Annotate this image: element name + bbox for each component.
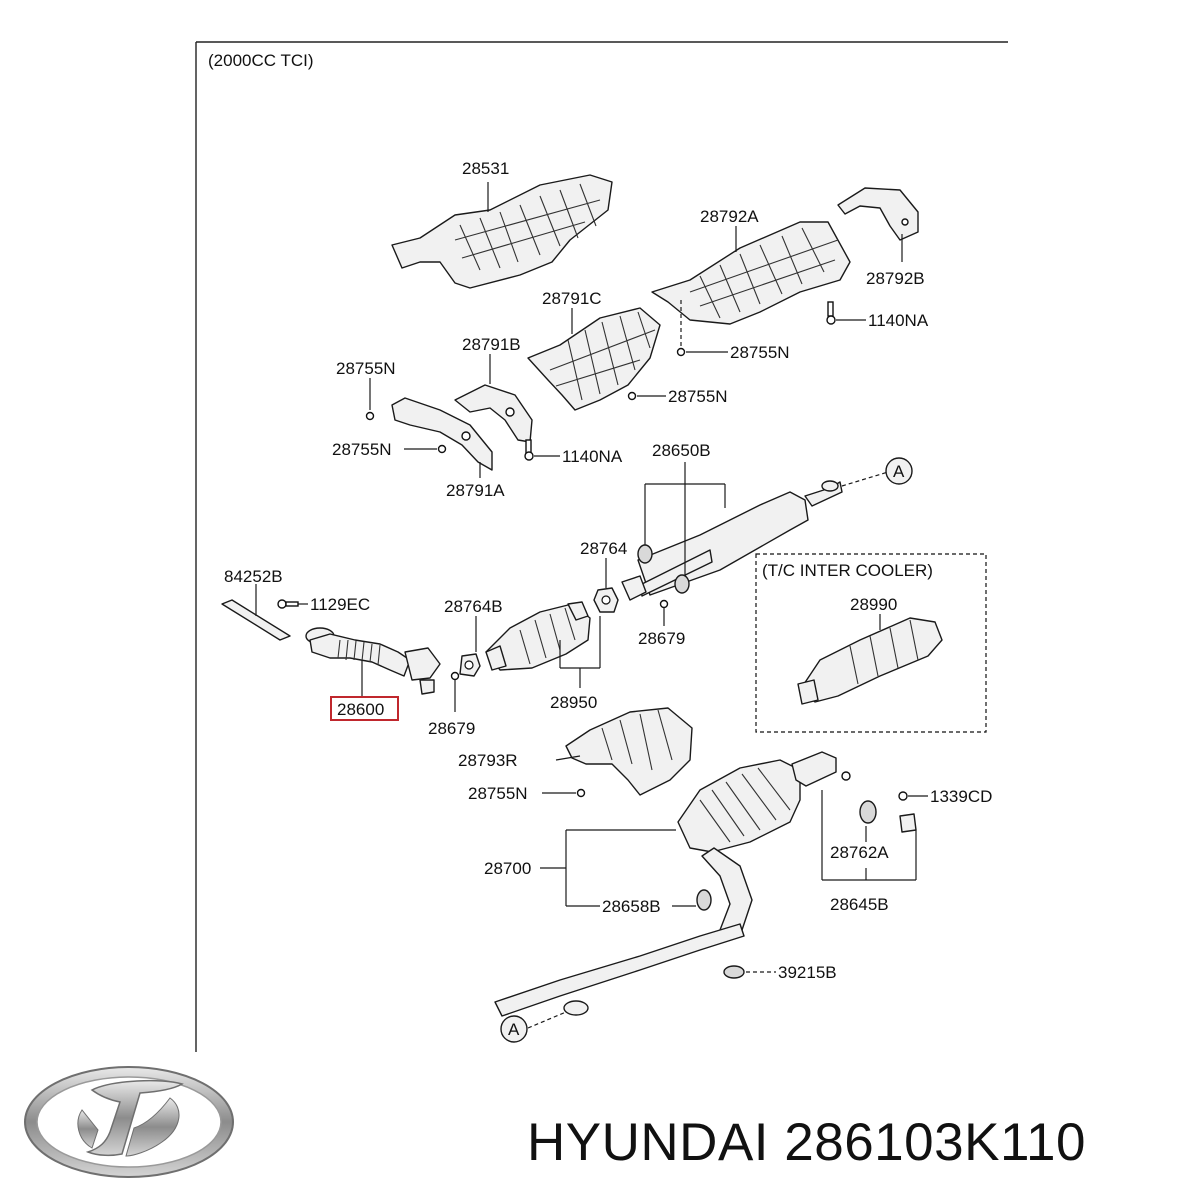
callout-28645B: 28645B [830, 895, 889, 914]
ref-marker-a-bottom-label: A [508, 1020, 520, 1039]
callout-28791B: 28791B [462, 335, 521, 354]
callout-28755N-l2: 28755N [332, 440, 392, 459]
callout-1129EC: 1129EC [310, 595, 370, 614]
callout-28755N-b: 28755N [468, 784, 528, 803]
leader-28950 [559, 616, 601, 688]
nut-28755N-r2 [627, 391, 637, 401]
heat-shield-28531 [391, 174, 613, 289]
footer-brand-text: HYUNDAI 286103K110 [527, 1113, 1086, 1172]
callout-28679-l: 28679 [428, 719, 475, 738]
hanger-left [637, 544, 653, 564]
callout-28764B: 28764B [444, 597, 503, 616]
callout-28792A: 28792A [700, 207, 759, 226]
gasket-28764B [459, 653, 481, 677]
bracket-28792B [837, 187, 919, 241]
callout-28700: 28700 [484, 859, 531, 878]
gasket-28764 [593, 587, 619, 613]
hanger-28658B [696, 889, 712, 911]
heat-shield-28791C [527, 307, 661, 411]
highlight-box-28600 [330, 696, 399, 721]
callout-28793R: 28793R [458, 751, 518, 770]
catalytic-converter-28950 [485, 601, 591, 671]
inset-box [755, 553, 987, 733]
bracket-28791B [454, 384, 533, 443]
nut-28755N-r1 [676, 347, 686, 357]
callout-28531: 28531 [462, 159, 509, 178]
nut-28755N-b [576, 788, 586, 798]
callout-28755N-r2: 28755N [668, 387, 728, 406]
hanger-right [674, 574, 690, 594]
callout-28791C: 28791C [542, 289, 602, 308]
bracket-28791A [391, 397, 493, 471]
callout-28791A: 28791A [446, 481, 505, 500]
bolt-1339CD [898, 791, 908, 801]
ref-marker-a-top [885, 457, 913, 485]
ref-marker-a-bottom [500, 1015, 528, 1043]
bolt-1129EC [277, 599, 299, 609]
converter-28990 [797, 617, 943, 705]
leader-28645B [821, 790, 917, 881]
bolt-1140NA-top [826, 301, 836, 325]
heat-shield-28793R [565, 707, 693, 796]
hanger-28762A [841, 771, 877, 824]
leader-28700 [540, 829, 676, 907]
callout-28792B: 28792B [866, 269, 925, 288]
center-pipe-resonator [637, 480, 843, 597]
nut-28679-r [659, 599, 669, 609]
callout-1140NA-mid: 1140NA [562, 447, 623, 466]
callout-28755N-r1: 28755N [730, 343, 790, 362]
callout-28764: 28764 [580, 539, 627, 558]
bolt-1140NA-mid [524, 439, 534, 461]
callout-28762A: 28762A [830, 843, 889, 862]
ref-marker-a-top-label: A [893, 462, 905, 481]
nut-28755N-l2 [437, 444, 447, 454]
strip-84252B [221, 599, 291, 641]
variant-label: (2000CC TCI) [208, 51, 314, 70]
diagram-frame [195, 41, 1008, 1052]
bracket-28645B [899, 813, 917, 833]
callout-1339CD: 1339CD [930, 787, 992, 806]
plug-39215B [723, 965, 745, 979]
front-pipe-28600 [305, 627, 441, 695]
callout-28658B: 28658B [602, 897, 661, 916]
callout-39215B: 39215B [778, 963, 837, 982]
heat-shield-28792A [651, 221, 851, 325]
inset-label: (T/C INTER COOLER) [762, 561, 933, 580]
nut-28755N-l1 [365, 411, 375, 421]
callout-28755N-l1: 28755N [336, 359, 396, 378]
callout-28990: 28990 [850, 595, 897, 614]
callout-28950: 28950 [550, 693, 597, 712]
pipe-flange [621, 575, 647, 601]
rear-muffler-28700 [494, 751, 837, 1017]
callout-28600: 28600 [337, 700, 384, 719]
leader-28650B [644, 462, 726, 580]
callout-28679-r: 28679 [638, 629, 685, 648]
hyundai-logo-icon [24, 1066, 234, 1178]
callout-1140NA-top: 1140NA [868, 311, 929, 330]
callout-84252B: 84252B [224, 567, 283, 586]
nut-28679-l [450, 671, 460, 681]
callout-28650B: 28650B [652, 441, 711, 460]
